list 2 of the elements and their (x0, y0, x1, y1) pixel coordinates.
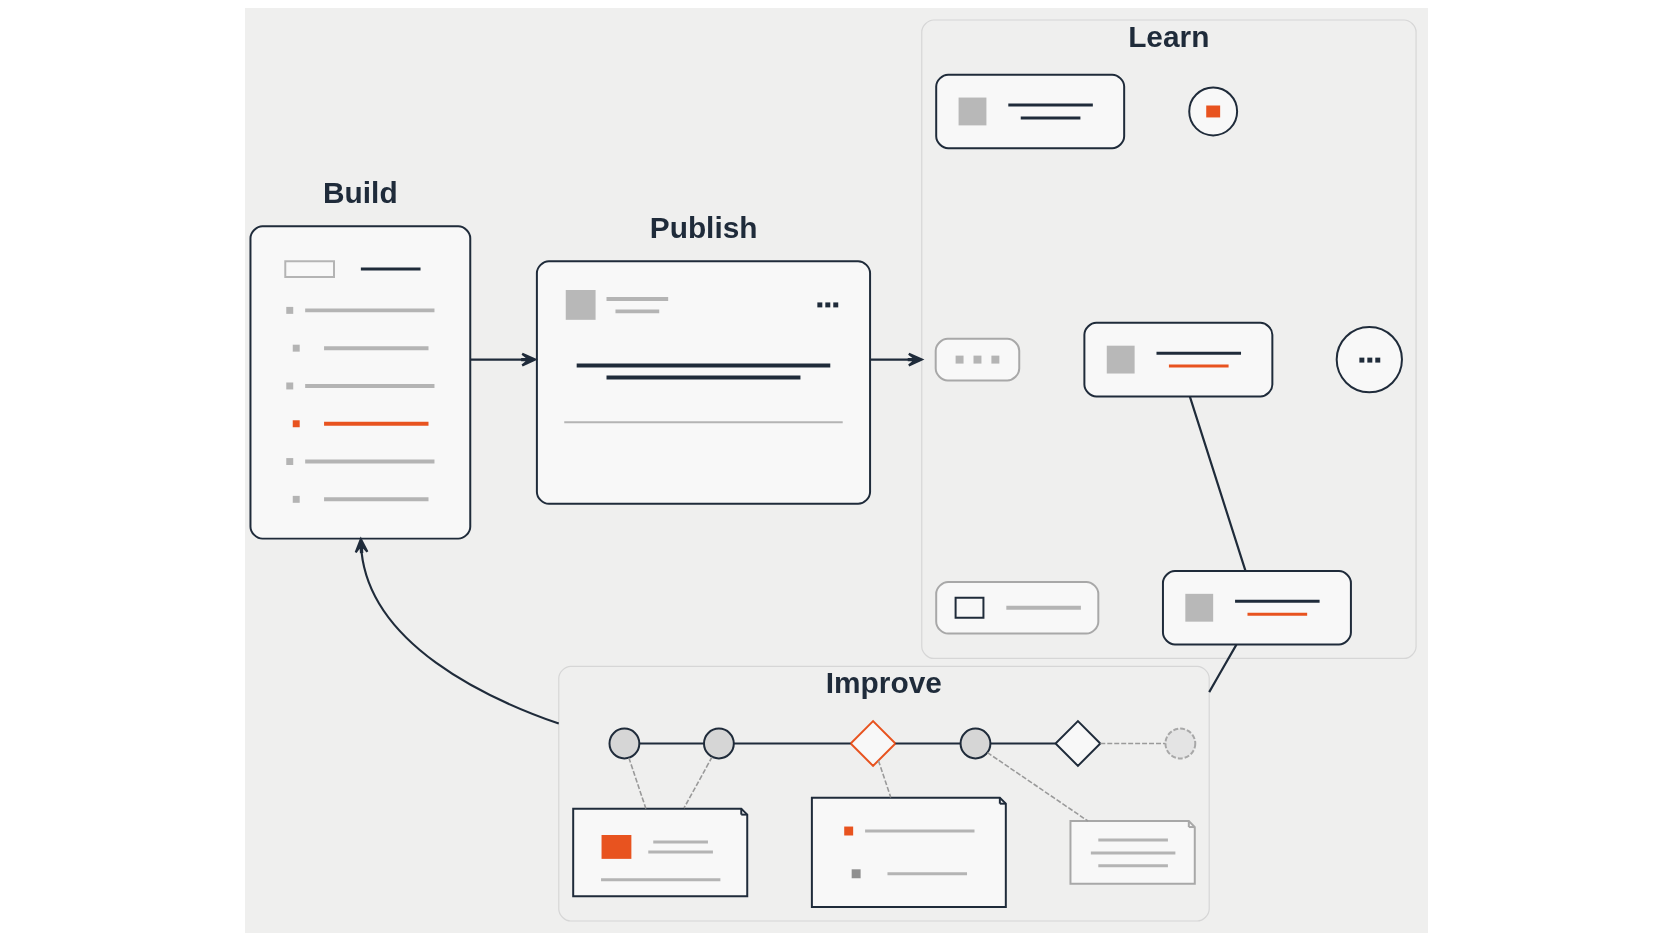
node-label: Build (322, 176, 398, 210)
node-label: Publish (649, 211, 758, 245)
